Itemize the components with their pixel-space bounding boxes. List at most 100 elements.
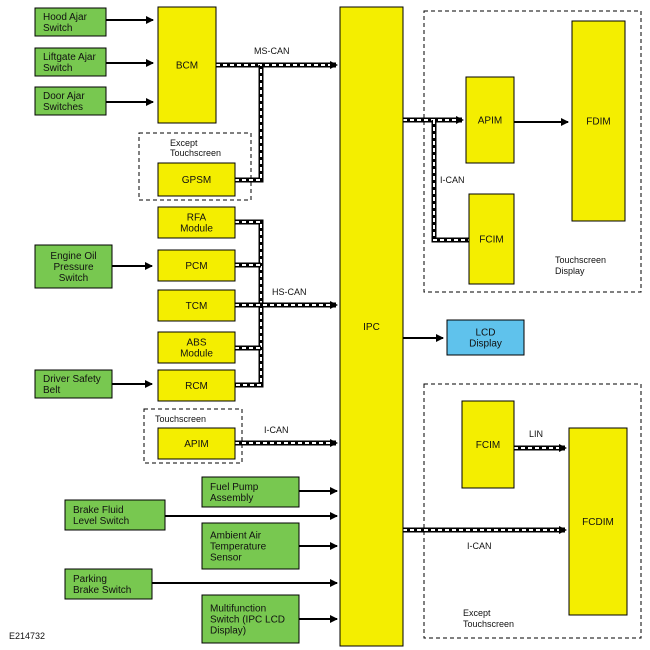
bcm-module-label: BCM xyxy=(176,61,198,72)
i-can-label-bottom: I-CAN xyxy=(467,541,492,551)
door-ajar-switches-box xyxy=(34,86,107,116)
fuel-pump-assembly-box xyxy=(201,476,300,508)
group-touchscreen-display xyxy=(423,10,642,293)
bcm-module-box xyxy=(157,6,217,124)
i-can-label-left: I-CAN xyxy=(264,425,289,435)
liftgate-ajar-switch-box xyxy=(34,47,107,77)
i-can-label-top: I-CAN xyxy=(440,175,465,185)
ambient-air-temperature-sensor-box xyxy=(201,522,300,570)
group-except-touchscreen-bottom xyxy=(423,383,642,639)
engine-oil-pressure-switch-label: Pressure xyxy=(53,262,93,273)
driver-safety-belt-label: Belt xyxy=(43,385,60,396)
abs-module-label: ABS xyxy=(186,338,206,349)
fuel-pump-assembly-label: Fuel Pump xyxy=(210,482,259,493)
abs-module-box xyxy=(157,331,236,364)
gpsm-module: GPSM xyxy=(157,162,236,197)
fcim-module-top: FCIM xyxy=(468,193,515,285)
multifunction-switch-label: Display) xyxy=(210,626,246,637)
liftgate-ajar-switch-label: Liftgate Ajar xyxy=(43,52,96,63)
parking-brake-switch-label: Parking xyxy=(73,574,107,585)
apim-module-right: APIM xyxy=(465,76,515,164)
apim-module-left-label: APIM xyxy=(184,439,208,450)
figure-id: E214732 xyxy=(9,631,45,641)
multifunction-switch-label: Switch (IPC LCD xyxy=(210,615,285,626)
tcm-module: TCM xyxy=(157,289,236,322)
pcm-module-label: PCM xyxy=(185,261,207,272)
except-touchscreen-label-gpsm: Touchscreen xyxy=(170,148,221,158)
fcim-module-bottom: FCIM xyxy=(461,400,515,489)
fcim-module-top-label: FCIM xyxy=(479,235,503,246)
ipc-module-label: IPC xyxy=(363,322,380,333)
bcm-module: BCM xyxy=(157,6,217,124)
ambient-air-temperature-sensor-label: Temperature xyxy=(210,542,267,553)
except-touchscreen-label-gpsm: Except xyxy=(170,138,198,148)
brake-fluid-level-switch-box xyxy=(64,499,166,531)
rfa-module-label: RFA xyxy=(187,213,207,224)
engine-oil-pressure-switch-label: Engine Oil xyxy=(50,251,96,262)
brake-fluid-level-switch-label: Brake Fluid xyxy=(73,505,124,516)
door-ajar-switches-label: Switches xyxy=(43,102,83,113)
brake-fluid-level-switch-label: Level Switch xyxy=(73,516,129,527)
fcdim-module-box xyxy=(568,427,628,616)
touchscreen-display-label: Display xyxy=(555,266,585,276)
parking-brake-switch-box xyxy=(64,568,153,600)
lcd-display-label: Display xyxy=(469,339,502,350)
fcim-module-bottom-box xyxy=(461,400,515,489)
fcim-module-bottom-label: FCIM xyxy=(476,440,500,451)
rfa-module-box xyxy=(157,206,236,239)
ms-can-label: MS-CAN xyxy=(254,46,290,56)
multifunction-switch-box xyxy=(201,594,300,644)
abs-module-label: Module xyxy=(180,349,213,360)
parking-brake-switch-label: Brake Switch xyxy=(73,585,131,596)
hood-ajar-switch-box xyxy=(34,7,107,37)
rcm-module-label: RCM xyxy=(185,381,208,392)
tcm-module-box xyxy=(157,289,236,322)
fcdim-module-label: FCDIM xyxy=(582,517,614,528)
ambient-air-temperature-sensor-label: Ambient Air xyxy=(210,531,262,542)
tcm-module-label: TCM xyxy=(186,301,208,312)
fdim-module-box xyxy=(571,20,626,222)
driver-safety-belt-label: Driver Safety xyxy=(43,374,101,385)
driver-safety-belt-box xyxy=(34,369,113,399)
ms-can-bus-gpsm xyxy=(235,65,264,183)
touchscreen-label-apim: Touchscreen xyxy=(155,414,206,424)
liftgate-ajar-switch-label: Switch xyxy=(43,63,72,74)
ambient-air-temperature-sensor-label: Sensor xyxy=(210,553,242,564)
rfa-module-label: Module xyxy=(180,224,213,235)
pcm-module: PCM xyxy=(157,249,236,282)
apim-module-left: APIM xyxy=(157,427,236,460)
gpsm-module-label: GPSM xyxy=(182,175,211,186)
rcm-module-box xyxy=(157,369,236,402)
hood-ajar-switch-label: Switch xyxy=(43,23,72,34)
group-except-touchscreen-gpsm xyxy=(138,132,252,201)
lin-label: LIN xyxy=(529,429,543,439)
fuel-pump-assembly-label: Assembly xyxy=(210,493,253,504)
pcm-module-box xyxy=(157,249,236,282)
apim-module-right-box xyxy=(465,76,515,164)
apim-module-left-box xyxy=(157,427,236,460)
group-touchscreen-apim xyxy=(143,408,243,464)
except-touchscreen-label-bottom: Touchscreen xyxy=(463,619,514,629)
touchscreen-display-label: Touchscreen xyxy=(555,255,606,265)
except-touchscreen-label-bottom: Except xyxy=(463,608,491,618)
ipc-module: IPC xyxy=(339,6,404,647)
apim-module-right-label: APIM xyxy=(478,116,502,127)
door-ajar-switches-label: Door Ajar xyxy=(43,91,85,102)
engine-oil-pressure-switch-box xyxy=(34,244,113,289)
fdim-module-label: FDIM xyxy=(586,117,610,128)
hood-ajar-switch-label: Hood Ajar xyxy=(43,12,88,23)
rcm-module: RCM xyxy=(157,369,236,402)
